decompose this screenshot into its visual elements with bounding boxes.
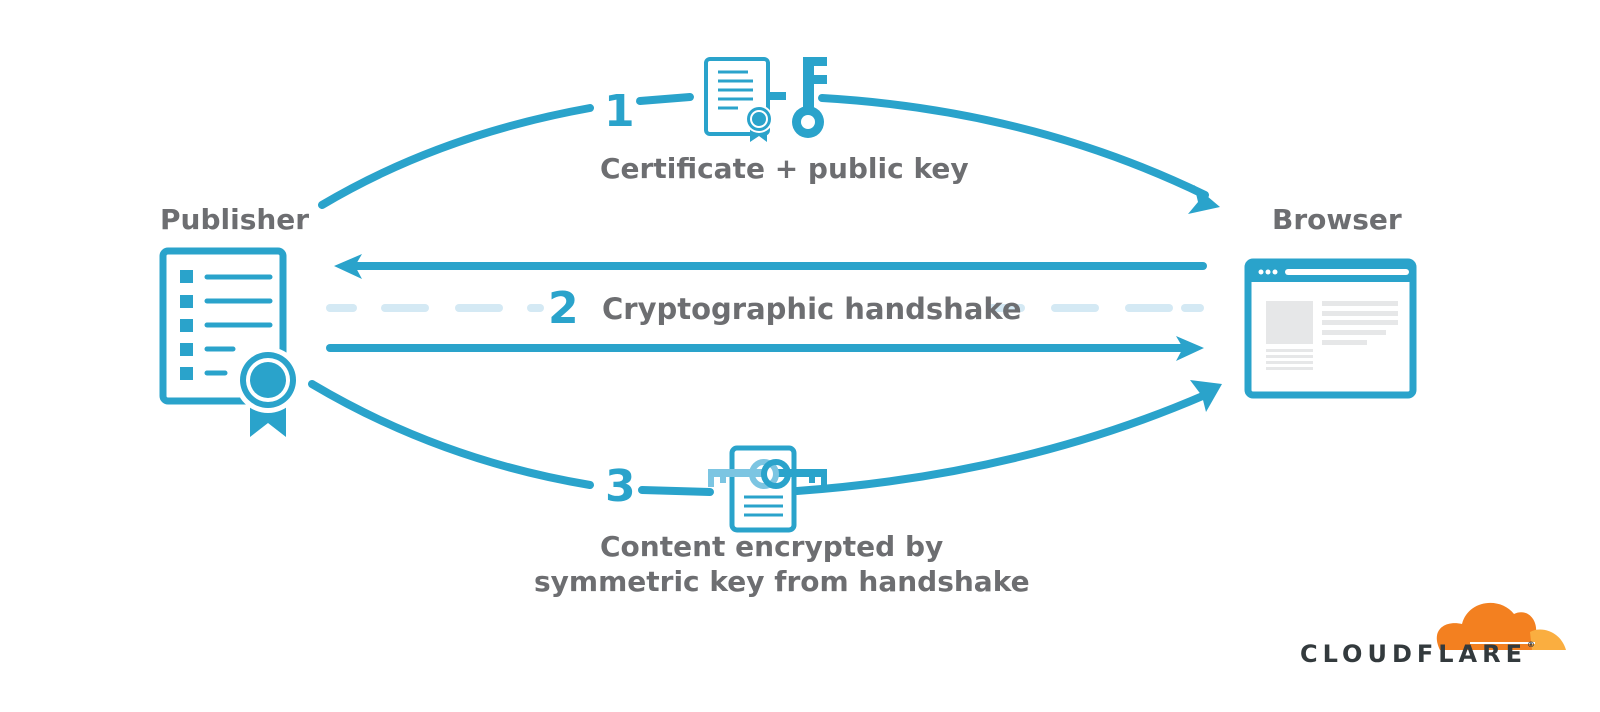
browser-window-icon bbox=[1244, 258, 1417, 399]
arrowhead-step-1 bbox=[1188, 185, 1220, 214]
arc-step-3-left bbox=[308, 380, 594, 489]
certificate-document-icon bbox=[159, 247, 301, 437]
registered-mark: ® bbox=[1527, 640, 1535, 649]
step-2-number: 2 bbox=[548, 283, 579, 334]
arrowhead-to-publisher bbox=[334, 254, 362, 279]
publisher-label: Publisher bbox=[160, 203, 310, 236]
browser-label: Browser bbox=[1272, 203, 1402, 236]
key-icon bbox=[792, 57, 827, 138]
step-1-label: Certificate + public key bbox=[600, 152, 969, 185]
step-3-number: 3 bbox=[605, 461, 636, 512]
step-3-label-line2: symmetric key from handshake bbox=[534, 565, 1030, 598]
wordmark-text: CLOUDFLARE bbox=[1300, 640, 1527, 668]
step-1-number: 1 bbox=[604, 86, 635, 137]
arc-step-3-mid bbox=[638, 486, 714, 496]
arc-step-1-mid bbox=[636, 93, 694, 105]
step-3-label-line1: Content encrypted by bbox=[600, 530, 944, 563]
arc-step-1-right bbox=[818, 94, 1209, 199]
arc-step-3-right bbox=[793, 391, 1209, 495]
cloudflare-cloud-logo bbox=[1436, 602, 1566, 650]
arc-step-1-left bbox=[318, 104, 594, 209]
cloudflare-wordmark: CLOUDFLARE® bbox=[1300, 640, 1535, 668]
arrowhead-step-3 bbox=[1190, 380, 1222, 412]
arrowhead-to-browser bbox=[1176, 336, 1204, 361]
encrypted-document-icon bbox=[708, 445, 827, 533]
step-2-label: Cryptographic handshake bbox=[602, 292, 1022, 326]
certificate-icon bbox=[704, 57, 773, 142]
